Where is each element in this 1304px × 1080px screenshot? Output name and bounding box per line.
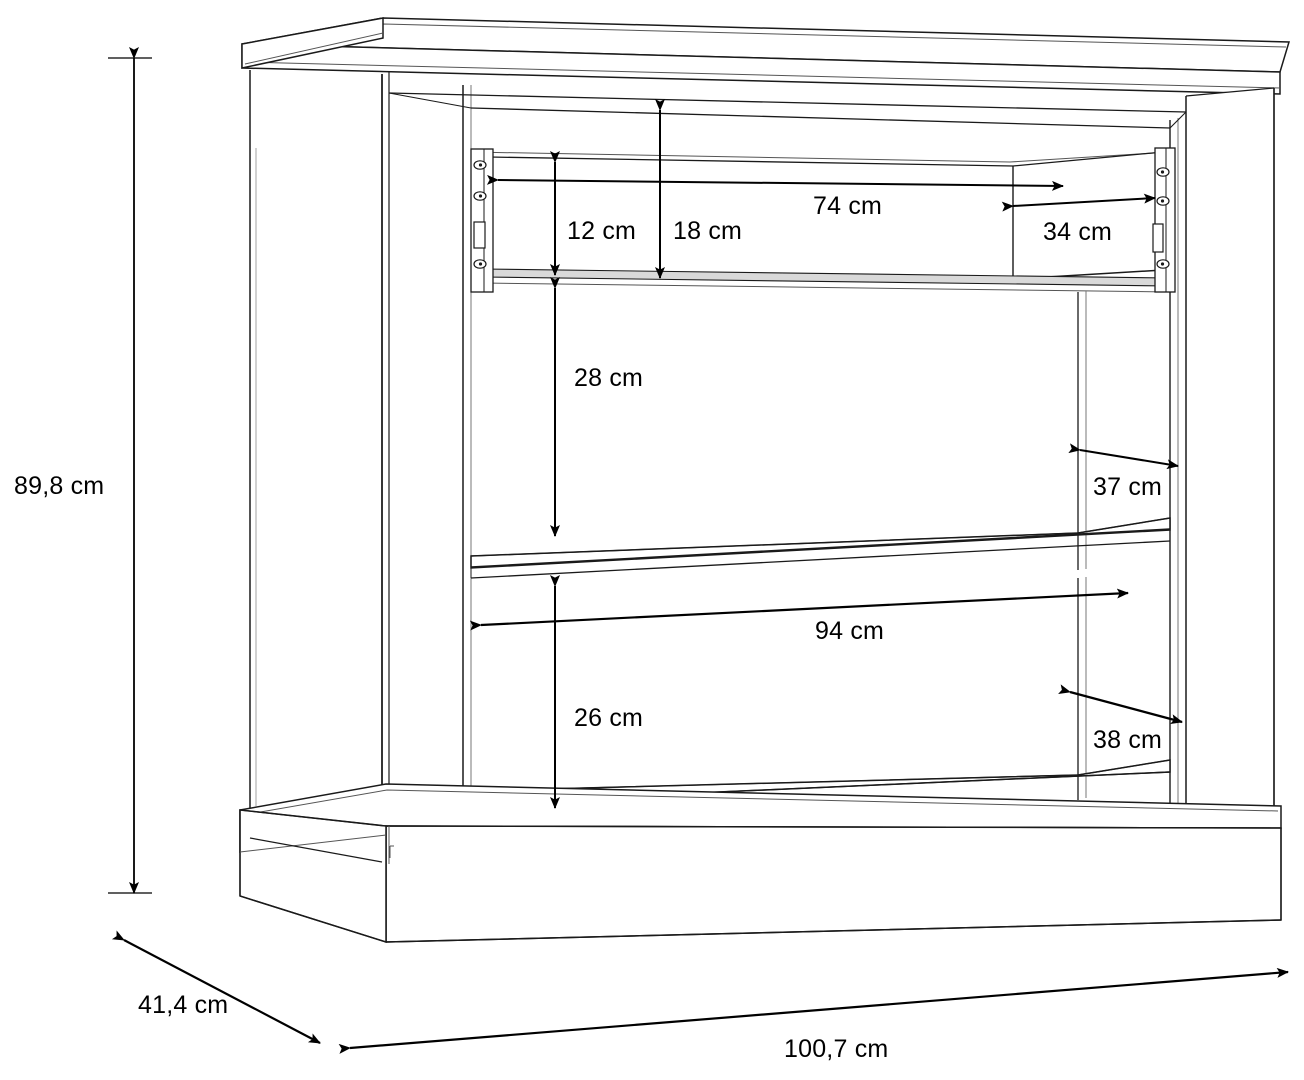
dim-label-middle-depth: 37 cm bbox=[1093, 473, 1163, 501]
dim-label-overall-depth: 41,4 cm bbox=[138, 991, 229, 1019]
base-plinth bbox=[239, 783, 1282, 944]
carcass-interior bbox=[388, 92, 1187, 129]
drawer-slide-left bbox=[470, 148, 494, 293]
dim-lower-depth bbox=[1058, 684, 1183, 724]
dim-drawer-inner-width bbox=[486, 174, 1064, 191]
left-side-panel bbox=[249, 70, 472, 864]
dim-label-drawer-opening-height: 18 cm bbox=[673, 217, 743, 245]
right-side-panel bbox=[1169, 87, 1275, 831]
dim-label-overall-height: 89,8 cm bbox=[14, 472, 105, 500]
dim-label-lower-width: 94 cm bbox=[815, 617, 885, 645]
dim-middle-depth bbox=[1068, 443, 1179, 470]
dim-label-drawer-inner-height: 12 cm bbox=[567, 217, 637, 245]
dim-label-lower-depth: 38 cm bbox=[1093, 726, 1163, 754]
top-panel bbox=[241, 17, 1291, 95]
dimension-arrows bbox=[108, 47, 1289, 1054]
dim-label-drawer-inner-width: 74 cm bbox=[813, 192, 883, 220]
middle-compartment bbox=[1077, 291, 1087, 570]
dim-lower-width bbox=[469, 588, 1129, 631]
middle-shelf bbox=[470, 517, 1171, 579]
dim-overall-width bbox=[338, 967, 1289, 1054]
dim-label-overall-width: 100,7 cm bbox=[784, 1035, 889, 1063]
dim-drawer-right-width bbox=[1001, 193, 1156, 212]
dim-label-middle-height: 28 cm bbox=[574, 364, 644, 392]
dim-label-lower-height: 26 cm bbox=[574, 704, 644, 732]
cabinet-body bbox=[239, 17, 1291, 944]
dim-label-drawer-right-width: 34 cm bbox=[1043, 218, 1113, 246]
lower-compartment bbox=[1077, 577, 1087, 800]
dim-overall-depth bbox=[111, 930, 321, 1044]
dim-overall-height bbox=[108, 47, 152, 894]
drawer-slide-right bbox=[1152, 147, 1176, 293]
